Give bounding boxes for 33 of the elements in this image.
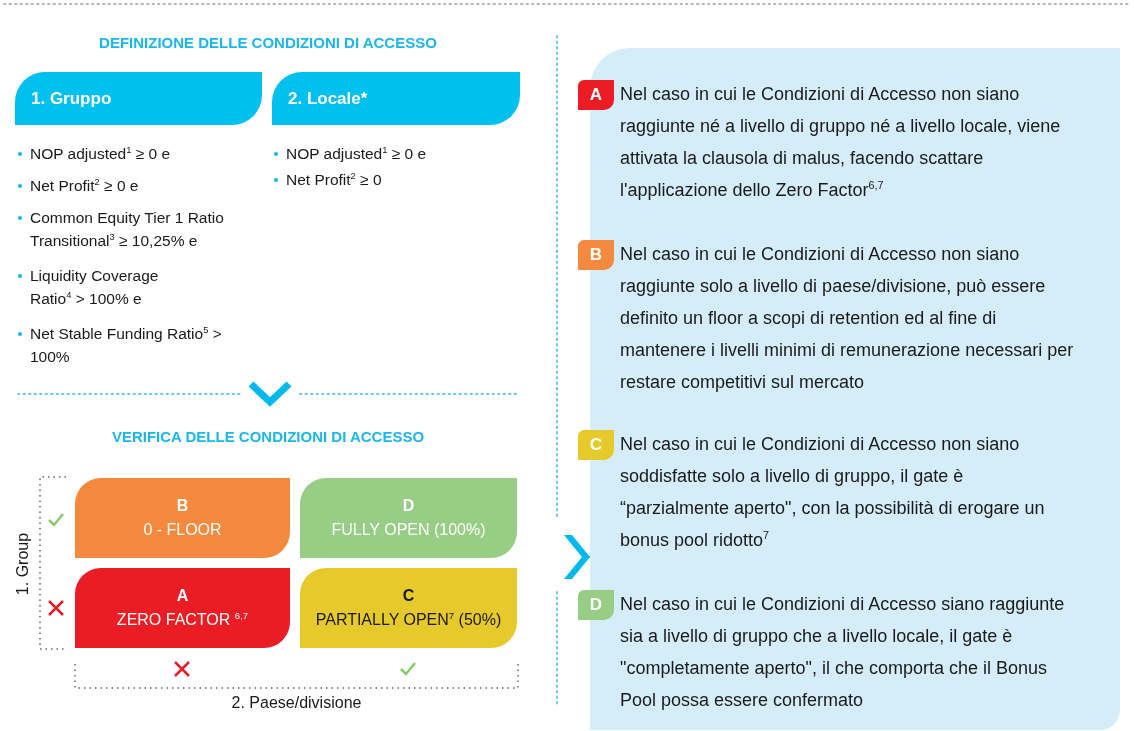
matrix-cell: [75, 478, 290, 558]
letter-badge: C: [578, 430, 614, 460]
description-text: Nel caso in cui le Condizioni di Accesso non siano soddisfatte solo a livello di gruppo, il gate è “parzialmente aperto", con la possibilità di erogare un bonus pool ridotto$^{7}$: [620, 433, 1046, 552]
criterion-text: Net Profit$^{2}$ ≥ 0: [274, 168, 514, 191]
cell-letter: A: [176, 586, 189, 606]
cell-label: 0 - FLOOR: [143, 520, 222, 540]
cell-letter: D: [402, 496, 415, 516]
criterion-text: Net Profit$^{2}$ ≥ 0 e: [18, 174, 258, 197]
matrix-cell: [75, 568, 290, 648]
section-heading: DEFINIZIONE DELLE CONDIZIONI DI ACCESSO: [98, 34, 438, 51]
cell-label: ZERO FACTOR $^{6,7}$: [116, 608, 249, 630]
criterion-text: NOP adjusted$^{1}$ ≥ 0 e: [274, 142, 514, 165]
criterion-text: Net Stable Funding Ratio$^{5}$ > 100%: [18, 322, 233, 368]
letter-badge: D: [578, 590, 614, 620]
criterion-text: NOP adjusted$^{1}$ ≥ 0 e: [18, 142, 258, 165]
criterion-text: Liquidity Coverage Ratio$^{4}$ > 100% e: [18, 264, 183, 310]
matrix-cell: [300, 568, 517, 648]
criterion-text: Common Equity Tier 1 Ratio Transitional$^{3}$ ≥ 10,25% e: [18, 206, 258, 252]
letter-badge: A: [578, 80, 614, 110]
axis-label: 1. Group: [14, 531, 32, 598]
description-text: Nel caso in cui le Condizioni di Accesso siano raggiunte sia a livello di gruppo che a livello locale, il gate è "completamente aperto", il che comporta che il Bonus Pool possa essere confermato: [620, 593, 1066, 712]
axis-label: 2. Paese/divisione: [230, 694, 363, 712]
cell-label: FULLY OPEN (100%): [331, 520, 486, 540]
letter-badge: B: [578, 240, 614, 270]
category-tab: 1. Gruppo: [15, 72, 262, 125]
section-heading: VERIFICA DELLE CONDIZIONI DI ACCESSO: [110, 428, 426, 445]
cell-letter: B: [176, 496, 189, 516]
description-text: Nel caso in cui le Condizioni di Accesso non siano raggiunte solo a livello di paese/divisione, può essere definito un floor a scopi di retention ed al fine di mantenere i livelli minimi di remunerazione necessari per restare competitivi sul mercato: [620, 243, 1075, 394]
cell-label: PARTIALLY OPEN$^{7}$ (50%): [315, 608, 502, 630]
matrix-cell: [300, 478, 517, 558]
description-text: Nel caso in cui le Condizioni di Accesso non siano raggiunte né a livello di gruppo né a livello locale, viene attivata la clausola di malus, facendo scattare l'applicazione dello Zero Factor$^{6,7}$: [620, 83, 1062, 202]
category-tab: 2. Locale*: [272, 72, 520, 125]
cell-letter: C: [402, 586, 415, 606]
